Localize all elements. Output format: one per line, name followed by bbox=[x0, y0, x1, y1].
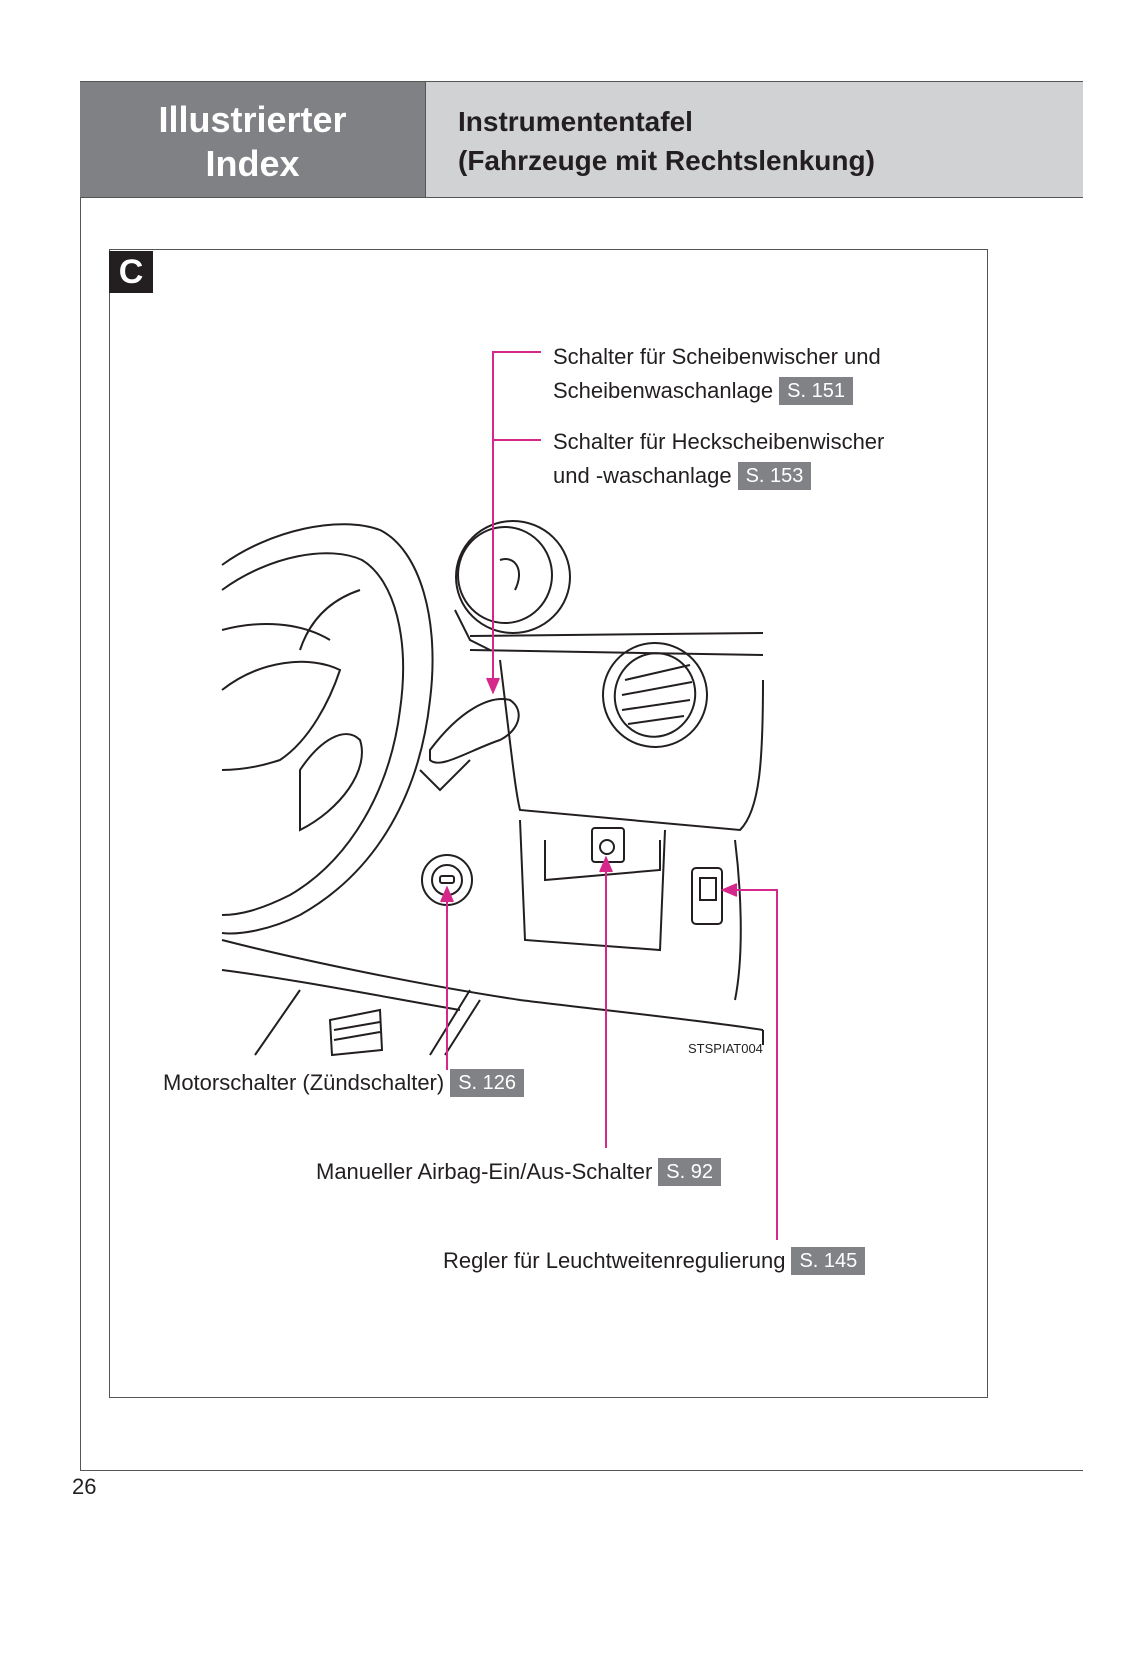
callout-wiper-switch: Schalter für Scheibenwischer und Scheibe… bbox=[553, 344, 881, 405]
page-reference[interactable]: S. 126 bbox=[450, 1069, 525, 1097]
page-reference[interactable]: S. 153 bbox=[737, 462, 812, 490]
callout-ignition-switch: Motorschalter (Zündschalter)S. 126 bbox=[163, 1066, 525, 1100]
page-reference[interactable]: S. 92 bbox=[658, 1158, 721, 1186]
frame-divider bbox=[80, 198, 81, 1471]
frame-divider bbox=[80, 1470, 1083, 1471]
page-header: Instrumententafel (Fahrzeuge mit Rechtsl… bbox=[425, 81, 1083, 198]
section-title-line2: Index bbox=[205, 143, 300, 184]
callout-rear-wiper-switch: Schalter für Heckscheibenwischer und -wa… bbox=[553, 429, 885, 490]
figure-box bbox=[109, 249, 988, 1398]
dashboard-drawing bbox=[221, 520, 764, 1057]
page-reference[interactable]: S. 151 bbox=[779, 377, 853, 405]
page-number: 26 bbox=[72, 1474, 97, 1499]
page-title-line2: (Fahrzeuge mit Rechtslenkung) bbox=[458, 145, 875, 176]
page-title-line1: Instrumententafel bbox=[458, 106, 693, 137]
leader-lines bbox=[440, 351, 778, 1240]
section-header: Illustrierter Index bbox=[80, 81, 425, 198]
figure-badge: C bbox=[109, 251, 153, 293]
image-code: STSPIAT004 bbox=[688, 1041, 763, 1056]
section-title-line1: Illustrierter bbox=[158, 99, 347, 140]
page-reference[interactable]: S. 145 bbox=[791, 1247, 866, 1275]
